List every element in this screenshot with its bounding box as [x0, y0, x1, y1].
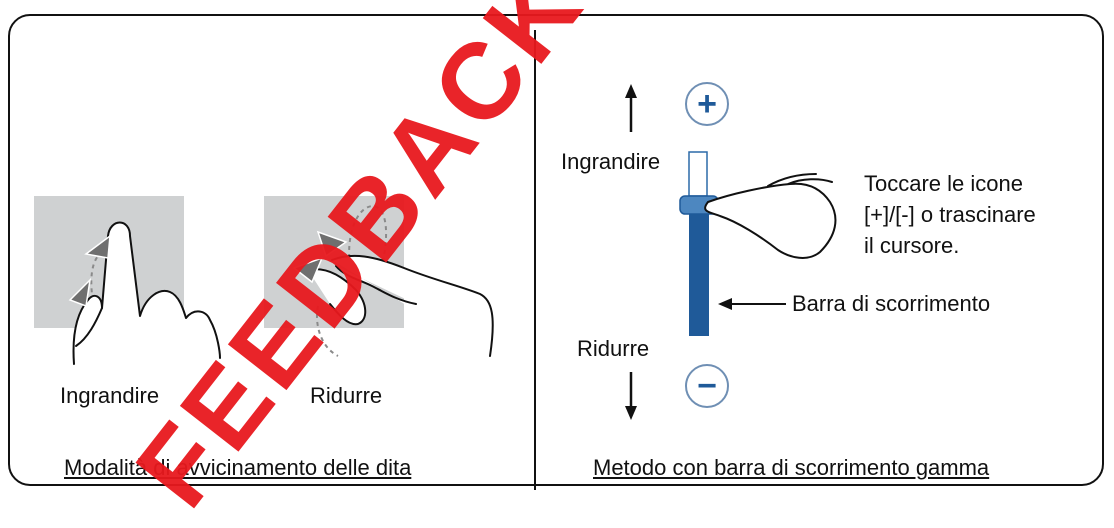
slider-track-empty: [688, 151, 708, 197]
zoom-plus-button[interactable]: +: [685, 82, 729, 126]
zoom-out-arrow-lower: [292, 256, 324, 284]
zoom-out-thumb: [307, 268, 367, 326]
pointing-hand: [704, 173, 837, 259]
bar-pointer-arrow-icon: [718, 298, 786, 310]
zoom-out-arrow-upper: [316, 230, 348, 258]
pinch-method-caption: Modalità di avvicinamento delle dita: [64, 455, 412, 480]
arrow-up-icon: [625, 84, 637, 132]
zoom-in-gesture-illustration: [68, 221, 221, 365]
slider-diagram: [625, 84, 837, 420]
zoom-in-arrow-up: [84, 234, 111, 259]
ghost-finger-outline: [348, 204, 388, 267]
pinch-zoom-in-label: Ingrandire: [60, 383, 160, 408]
instruction-line-2: [+]/[-] o trascinare: [864, 202, 1036, 227]
slider-track-filled: [689, 208, 709, 336]
zoom-in-thumb: [75, 307, 103, 347]
instruction-line-3: il cursore.: [864, 233, 960, 258]
zoom-in-hand: [72, 221, 221, 365]
instruction-text: Toccare le icone [+]/[-] o trascinare il…: [864, 168, 1036, 261]
slider-method-caption: Metodo con barra di scorrimento gamma: [593, 455, 990, 480]
slider-zoom-in-label: Ingrandire: [561, 149, 661, 174]
scroll-bar-label: Barra di scorrimento: [792, 291, 991, 316]
zoom-in-arrow-down: [68, 277, 92, 308]
instruction-line-1: Toccare le icone: [864, 171, 1023, 196]
zoom-out-gesture-illustration: [292, 204, 494, 357]
slider-zoom-out-label: Ridurre: [577, 336, 650, 361]
zoom-out-hand: [331, 254, 494, 357]
diagram-frame: [8, 14, 1104, 486]
ghost-thumb-outline: [316, 305, 339, 357]
zoom-minus-button[interactable]: −: [685, 364, 729, 408]
section-divider: [534, 30, 536, 490]
arrow-down-icon: [625, 372, 637, 420]
pinch-zoom-out-label: Ridurre: [310, 383, 383, 408]
